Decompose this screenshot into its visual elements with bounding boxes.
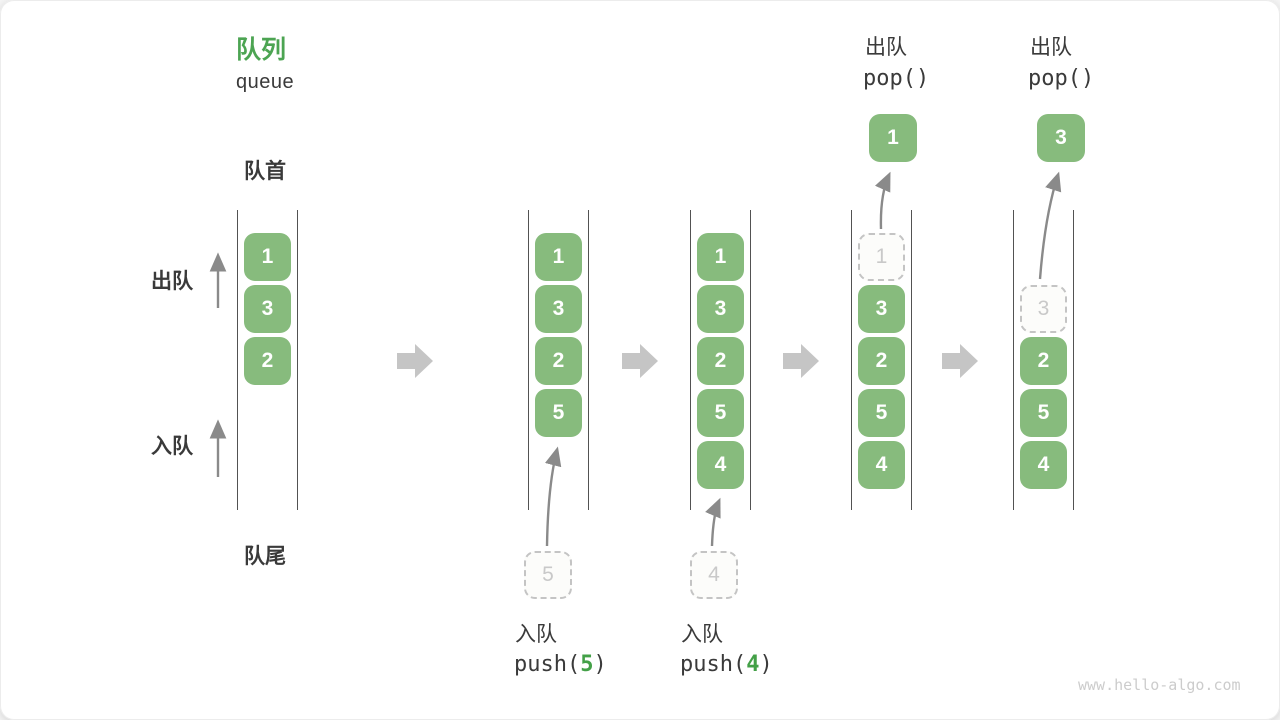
pop-first-label: 出队 [865, 36, 907, 59]
queue-cell-dashed: 1 [858, 233, 905, 281]
queue-cell-solid: 1 [535, 233, 582, 281]
code-text: push( [514, 652, 581, 677]
diagram-title: 队列 [236, 36, 287, 64]
queue-cell-solid: 2 [858, 337, 905, 385]
pop-second-code: pop() [1028, 66, 1095, 91]
staged-value-box: 4 [690, 551, 738, 599]
pop-first-code: pop() [863, 66, 930, 91]
state-transition-arrow [397, 344, 433, 378]
queue-cell-solid: 1 [244, 233, 291, 281]
watermark: www.hello-algo.com [1078, 676, 1241, 694]
queue-cell-solid: 3 [858, 285, 905, 333]
queue-cell-solid: 5 [535, 389, 582, 437]
queue-cell-solid: 3 [244, 285, 291, 333]
queue-cell-solid: 3 [697, 285, 744, 333]
queue-cell-solid: 2 [697, 337, 744, 385]
state-transition-arrow [622, 344, 658, 378]
queue-cell-solid: 2 [1020, 337, 1067, 385]
queue-cell-solid: 4 [697, 441, 744, 489]
popped-value-box: 3 [1037, 114, 1085, 162]
queue-cell-solid: 3 [535, 285, 582, 333]
code-text: push( [680, 652, 747, 677]
push-4-code: push(4) [680, 652, 773, 677]
push-5-code: push(5) [514, 652, 607, 677]
staged-value-box: 5 [524, 551, 572, 599]
pop-second-label: 出队 [1030, 36, 1072, 59]
dequeue-side-label: 出队 [151, 270, 193, 293]
queue-cell-solid: 5 [697, 389, 744, 437]
state-transition-arrow [783, 344, 819, 378]
queue-cell-dashed: 3 [1020, 285, 1067, 333]
state-transition-arrow [942, 344, 978, 378]
push-4-label: 入队 [681, 623, 723, 646]
queue-cell-solid: 2 [244, 337, 291, 385]
code-arg: 5 [580, 652, 594, 677]
queue-cell-solid: 5 [858, 389, 905, 437]
enqueue-side-label: 入队 [151, 435, 193, 458]
queue-cell-solid: 2 [535, 337, 582, 385]
push-5-label: 入队 [515, 623, 557, 646]
code-text: ) [759, 652, 773, 677]
queue-rear-label: 队尾 [244, 545, 286, 568]
queue-cell-solid: 1 [697, 233, 744, 281]
queue-cell-solid: 4 [1020, 441, 1067, 489]
code-arg: 4 [746, 652, 760, 677]
popped-value-box: 1 [869, 114, 917, 162]
queue-front-label: 队首 [244, 160, 286, 183]
diagram-subtitle: queue [236, 71, 295, 93]
code-text: ) [593, 652, 607, 677]
queue-cell-solid: 4 [858, 441, 905, 489]
queue-cell-solid: 5 [1020, 389, 1067, 437]
